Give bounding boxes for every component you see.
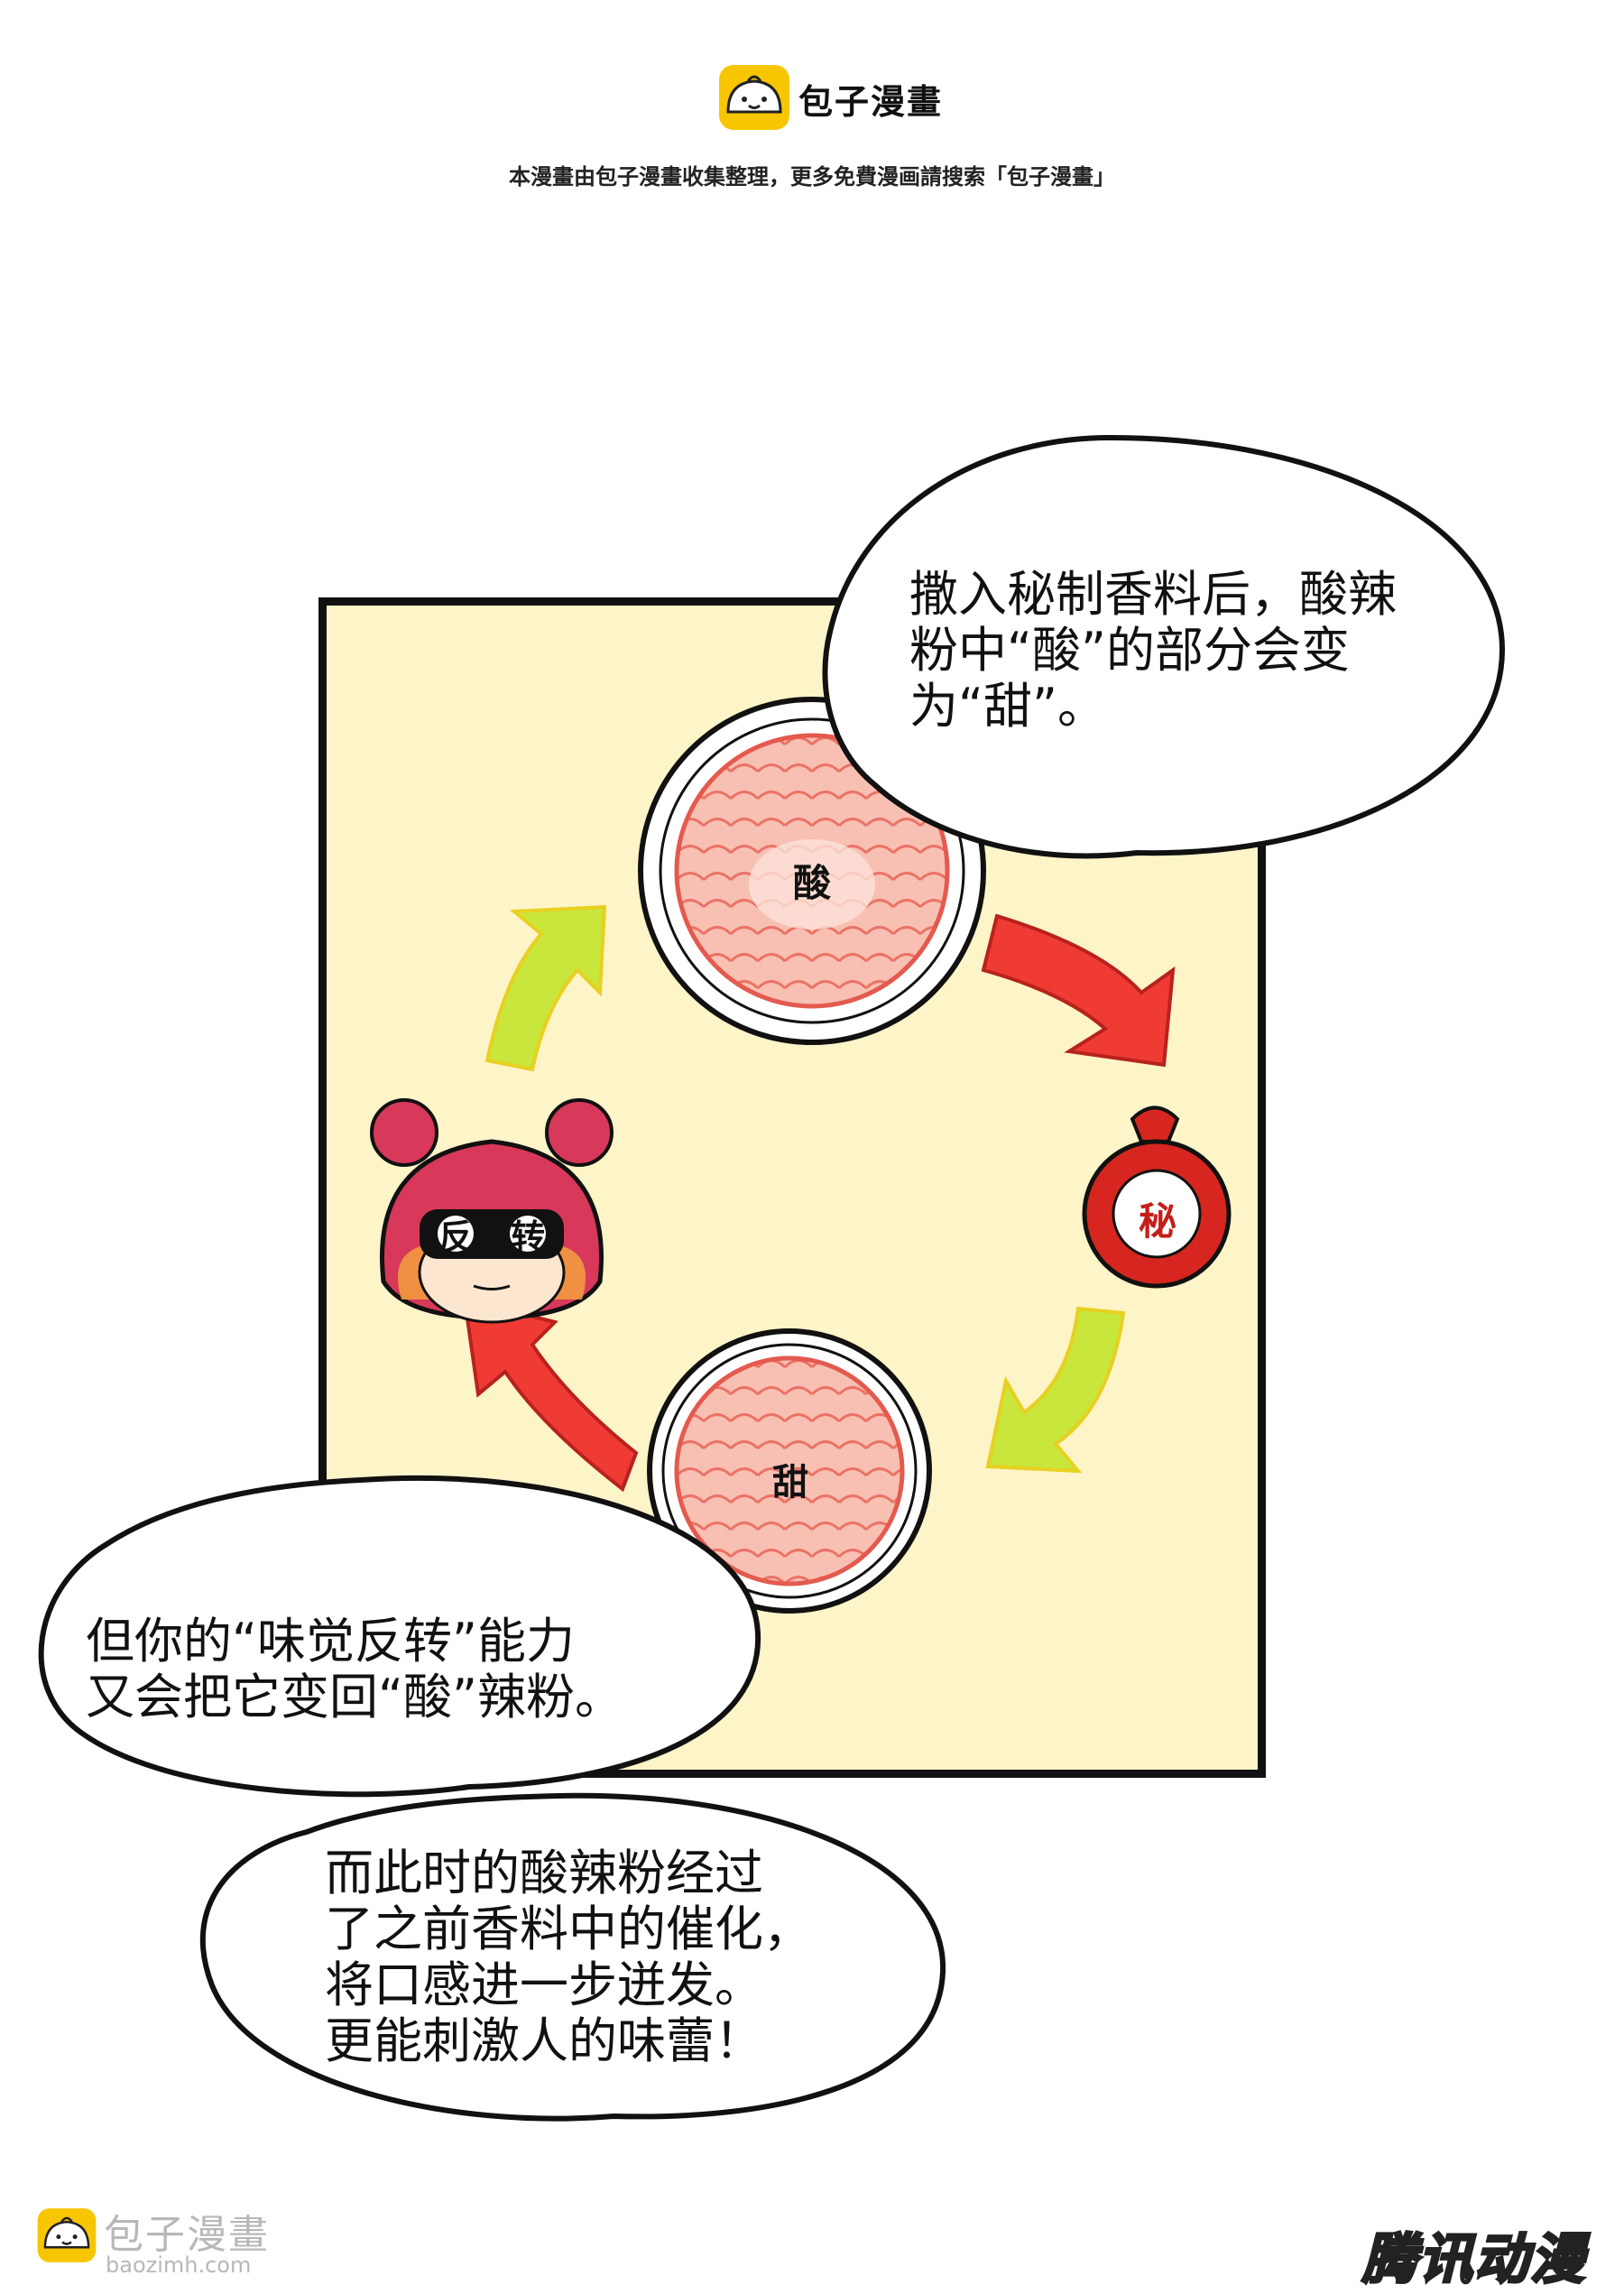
speech-bubble-top-right: [822, 434, 1506, 859]
reverse-label-left: 反: [438, 1216, 473, 1257]
secret-spice-bag-icon: [1082, 1105, 1232, 1289]
bubble-line: 了之前香料中的催化，: [325, 1901, 812, 1957]
reverse-label-right: 转: [510, 1216, 545, 1257]
bubble-text-left: 但你的“味觉反转”能力 又会把它变回“酸”辣粉。: [86, 1614, 771, 1725]
bubble-line: 为“甜”。: [909, 678, 1106, 735]
footer-url: baozimh.com: [106, 2252, 252, 2278]
red-arrow-icon: [981, 913, 1176, 1068]
bubble-line: 粉中“酸”的部分会变: [909, 622, 1350, 679]
sour-label: 酸: [792, 861, 831, 905]
bubble-line: 但你的“味觉反转”能力: [86, 1613, 575, 1670]
bubble-line: 撒入秘制香料后，酸辣: [909, 566, 1397, 623]
bubble-text-top-right: 撒入秘制香料后，酸辣 粉中“酸”的部分会变 为“甜”。: [909, 567, 1460, 735]
baozi-logo-icon: [37, 2208, 97, 2262]
secret-label: 秘: [1138, 1199, 1176, 1244]
sour-noodle-bowl: [638, 697, 986, 1045]
red-arrow-icon: [462, 1297, 639, 1493]
footer-brand: 包子漫畫: [104, 2212, 270, 2258]
header-brand: 包子漫畫: [798, 82, 944, 122]
bubble-line: 将口感进一步迸发。: [325, 1956, 763, 2013]
bubble-line: 而此时的酸辣粉经过: [325, 1845, 763, 1901]
bubble-line: 更能刺激人的味蕾！: [325, 2012, 763, 2069]
green-arrow-icon: [985, 1306, 1126, 1474]
sweet-label: 甜: [772, 1461, 808, 1503]
sweet-noodle-bowl: [647, 1328, 932, 1614]
baozi-logo-icon: [719, 65, 789, 130]
speech-bubble-left: [38, 1475, 761, 1798]
character-head-icon: [370, 1098, 614, 1324]
bubble-text-bottom: 而此时的酸辣粉经过 了之前香料中的催化， 将口感进一步迸发。 更能刺激人的味蕾！: [325, 1845, 902, 2069]
speech-bubble-bottom: [199, 1792, 946, 2122]
tencent-comics-watermark: 腾讯动漫: [1361, 2227, 1586, 2293]
green-arrow-icon: [484, 904, 607, 1072]
header-notice: 本漫畫由包子漫畫收集整理，更多免費漫画請搜索「包子漫畫」: [509, 164, 1115, 190]
bubble-line: 又会把它变回“酸”辣粉。: [86, 1669, 623, 1725]
